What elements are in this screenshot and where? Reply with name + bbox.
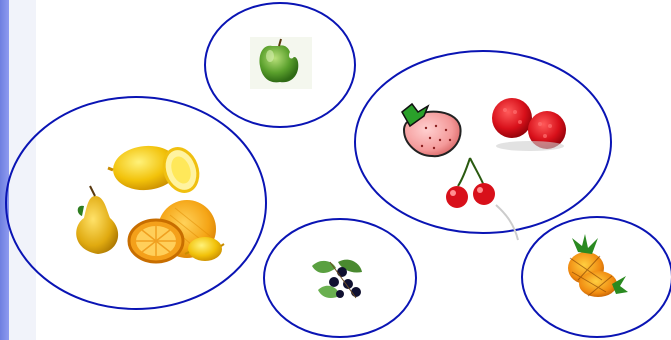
apple-icon [250,37,312,89]
cherries-icon [446,158,518,240]
pear-icon [76,186,118,254]
orange-half-icon [129,220,183,262]
berries-group-ellipse [355,51,611,233]
pineapple-icon [568,234,628,297]
strawberry-icon [402,104,461,156]
blackcurrant-group-ellipse [264,219,416,337]
citrus-group-ellipse [6,97,266,309]
blackcurrant-icon [312,260,362,298]
raspberry-icon [492,98,566,151]
